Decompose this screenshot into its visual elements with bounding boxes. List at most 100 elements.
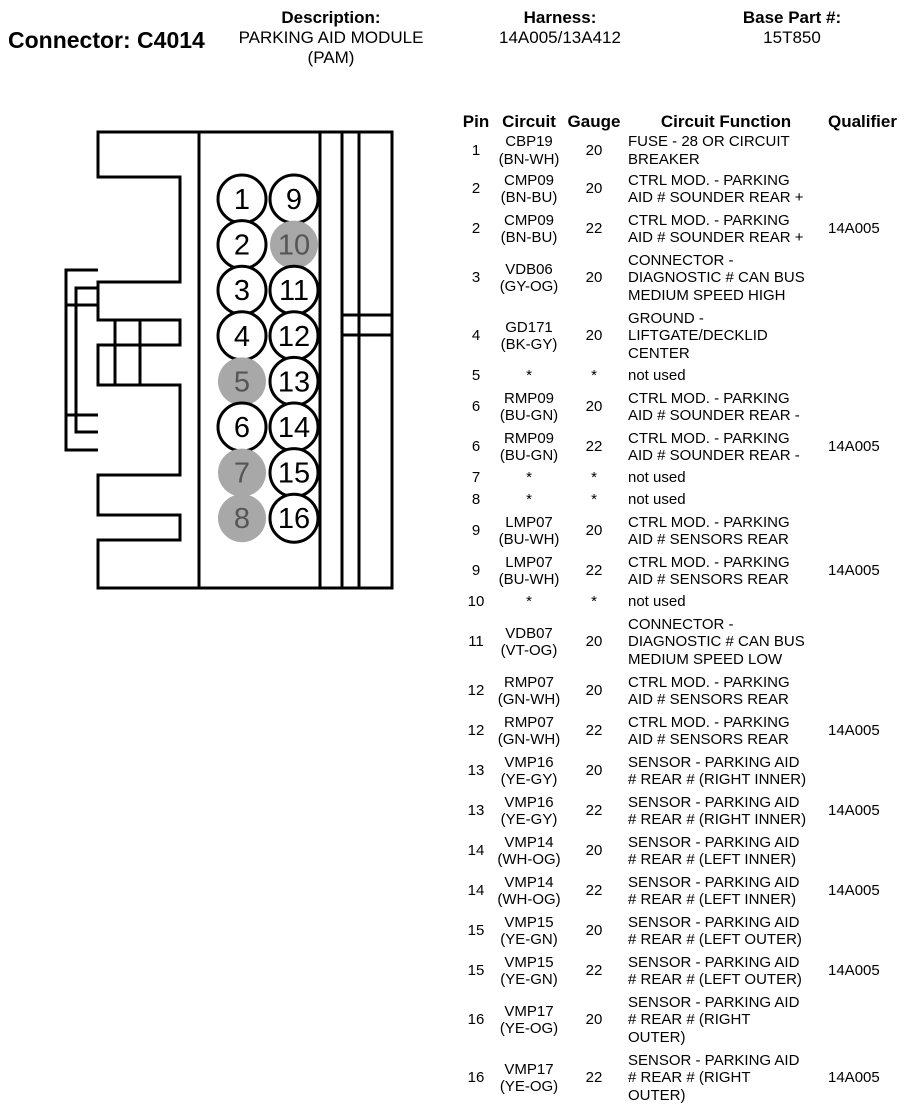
- circuit-id: LMP07: [505, 513, 553, 531]
- function-line: not used: [628, 367, 686, 385]
- pin-cell: 5: [471, 367, 481, 385]
- function-line: AID # SOUNDER REAR +: [628, 189, 804, 206]
- circuit-id: *: [526, 469, 532, 487]
- circuit-id: *: [526, 491, 532, 509]
- pin-cell: 9: [471, 522, 481, 540]
- function-line: SENSOR - PARKING AID: [628, 873, 800, 891]
- connector-housing: [64, 130, 394, 590]
- circuit-color: (YE-OG): [499, 1020, 559, 1037]
- circuit-id: VMP16: [504, 793, 554, 811]
- function-line: AID # SOUNDER REAR -: [628, 407, 800, 424]
- harness-value: 14A005/13A412: [499, 28, 621, 47]
- description-line2: (PAM): [307, 48, 355, 67]
- gauge-cell: 22: [585, 562, 603, 580]
- pin-cell: 6: [471, 398, 481, 416]
- function-line: SENSOR - PARKING AID: [628, 1051, 800, 1069]
- cavity-number: 7: [234, 458, 250, 490]
- harness-heading: Harness:: [523, 8, 597, 27]
- pin-cell: 13: [467, 762, 485, 780]
- circuit-cell: RMP09(BU-GN): [496, 387, 562, 427]
- cavity-9: 9: [268, 173, 320, 225]
- gauge-cell: 20: [585, 398, 603, 416]
- circuit-color: (BU-GN): [499, 407, 559, 424]
- cavity-10: 10: [270, 220, 318, 269]
- circuit-cell: VMP15(YE-GN): [496, 951, 562, 991]
- header-gauge: Gauge: [567, 112, 621, 131]
- qualifier-cell: [826, 911, 910, 951]
- function-line: DIAGNOSTIC # CAN BUS: [628, 633, 805, 651]
- gauge-cell: 20: [585, 922, 603, 940]
- pin-cell: 7: [471, 469, 481, 487]
- cavity-14: 14: [268, 401, 320, 453]
- pin-cell: 15: [467, 962, 485, 980]
- pin-cell: 14: [467, 882, 485, 900]
- cavity-number: 1: [234, 184, 250, 216]
- circuit-color: (YE-GY): [500, 811, 558, 828]
- circuit-cell: LMP07(BU-WH): [496, 511, 562, 551]
- cavity-5: 5: [218, 357, 266, 406]
- base-part-block: Base Part #: 15T850: [722, 8, 862, 48]
- cavity-number: 4: [234, 321, 250, 353]
- function-line: CTRL MOD. - PARKING: [628, 171, 790, 189]
- gauge-cell: 22: [585, 882, 603, 900]
- function-cell: SENSOR - PARKING AID# REAR # (LEFT INNER…: [626, 831, 826, 871]
- cavity-16: 16: [268, 492, 320, 544]
- function-line: MEDIUM SPEED LOW: [628, 650, 783, 668]
- function-cell: SENSOR - PARKING AID# REAR # (RIGHT INNE…: [626, 791, 826, 831]
- gauge-cell: 20: [585, 327, 603, 345]
- cavity-number: 16: [278, 503, 310, 535]
- circuit-id: RMP07: [503, 673, 555, 691]
- gauge-cell: *: [591, 593, 597, 611]
- qualifier-cell: [826, 467, 910, 489]
- cavity-number: 12: [278, 321, 310, 353]
- circuit-color: (YE-GY): [500, 771, 558, 788]
- circuit-id: RMP09: [503, 389, 555, 407]
- function-cell: not used: [626, 365, 826, 387]
- function-line: CTRL MOD. - PARKING: [628, 553, 790, 571]
- table-row: 5**not used: [456, 365, 910, 387]
- circuit-color: (BN-WH): [498, 150, 560, 168]
- function-line: # REAR # (LEFT INNER): [628, 891, 797, 908]
- circuit-id: CMP09: [503, 211, 555, 229]
- description-line1: PARKING AID MODULE: [238, 28, 424, 47]
- circuit-id: VMP15: [504, 953, 554, 971]
- function-line: SENSOR - PARKING AID: [628, 993, 800, 1011]
- cavity-number: 11: [279, 275, 309, 307]
- function-cell: not used: [626, 467, 826, 489]
- pin-cell: 11: [468, 633, 484, 651]
- cavity-number: 3: [234, 275, 250, 307]
- function-cell: not used: [626, 489, 826, 511]
- circuit-color: (GY-OG): [499, 278, 559, 295]
- gauge-cell: 20: [585, 682, 603, 700]
- circuit-id: VMP14: [504, 833, 554, 851]
- circuit-cell: VMP16(YE-GY): [496, 791, 562, 831]
- function-line: CTRL MOD. - PARKING: [628, 389, 790, 407]
- cavity-circle: [218, 357, 266, 406]
- circuit-cell: *: [496, 467, 562, 489]
- function-line: CENTER: [628, 344, 690, 362]
- circuit-id: VMP17: [504, 1060, 554, 1078]
- pin-cell: 6: [471, 438, 481, 456]
- function-line: CTRL MOD. - PARKING: [628, 713, 790, 731]
- function-line: AID # SENSORS REAR: [628, 571, 789, 588]
- header-qualifier: Qualifier: [828, 112, 897, 131]
- qualifier-cell: 14A005: [828, 962, 880, 980]
- pin-cell: 9: [471, 562, 481, 580]
- gauge-cell: 22: [585, 220, 603, 238]
- header-circuit: Circuit: [502, 112, 556, 131]
- circuit-cell: VMP14(WH-OG): [496, 831, 562, 871]
- cavity-number: 8: [234, 503, 250, 535]
- cavity-11: 11: [268, 264, 320, 316]
- circuit-cell: VDB07(VT-OG): [496, 613, 562, 671]
- function-line: # REAR # (LEFT INNER): [628, 851, 797, 868]
